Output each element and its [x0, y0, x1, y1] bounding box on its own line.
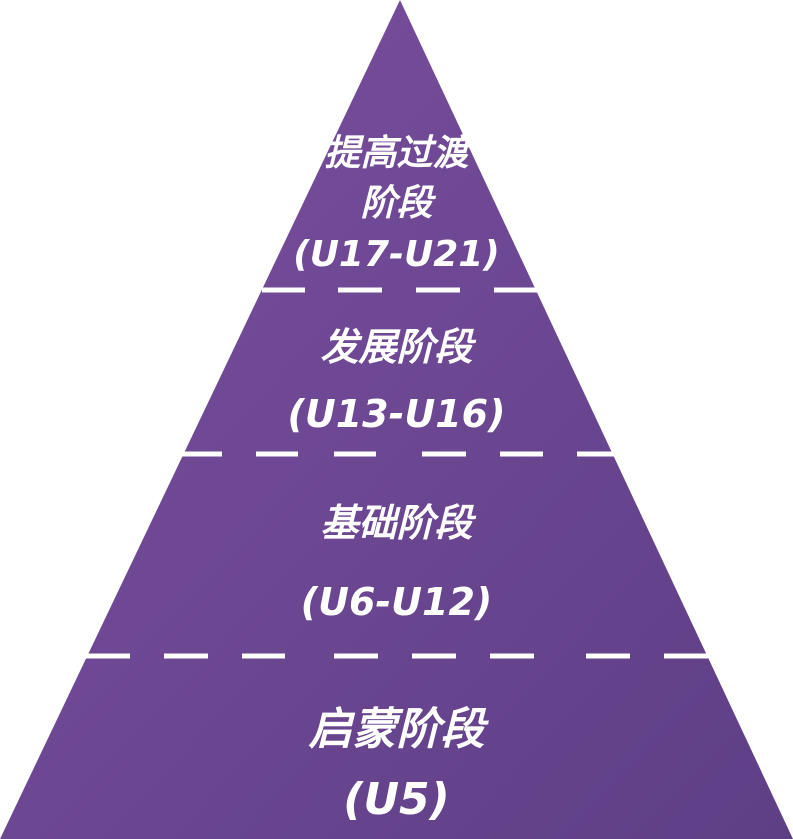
- tier-2-range: (U13-U16): [287, 392, 506, 436]
- tier-1-name-line2: 阶段: [360, 183, 433, 224]
- tier-4-name: 启蒙阶段: [308, 704, 485, 755]
- tier-2-name: 发展阶段: [320, 325, 473, 369]
- tier-1-range: (U17-U21): [293, 234, 500, 275]
- tier-3-range: (U6-U12): [300, 580, 493, 624]
- tier-3-name: 基础阶段: [320, 501, 473, 545]
- tier-4-range: (U5): [343, 774, 450, 825]
- tier-1-name-line1: 提高过渡: [324, 133, 469, 174]
